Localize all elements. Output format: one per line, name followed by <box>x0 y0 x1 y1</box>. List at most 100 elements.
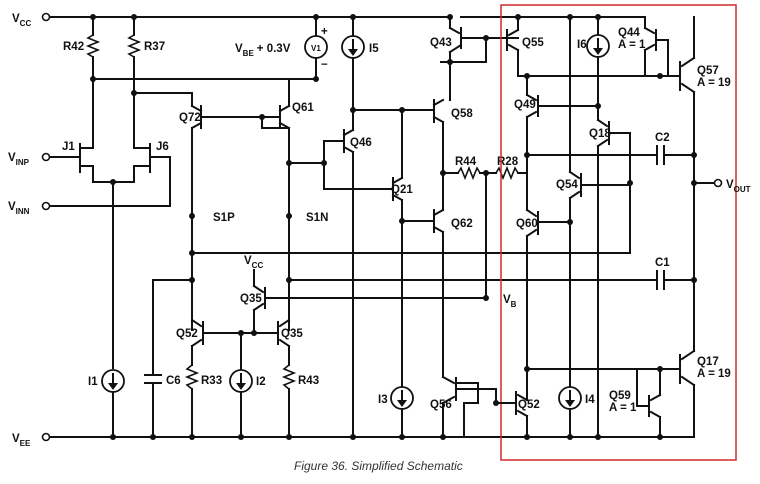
transistor-q59 <box>636 368 662 438</box>
label-c2: C2 <box>655 132 670 144</box>
node-dot <box>657 434 663 440</box>
label-r42: R42 <box>63 41 84 53</box>
transistor-q54 <box>568 16 631 438</box>
node-dot <box>110 179 116 185</box>
capacitor-c2 <box>526 145 695 165</box>
area-q59: A = 1 <box>609 402 637 414</box>
vee-label: VEE <box>12 433 31 448</box>
label-q58: Q58 <box>451 108 473 120</box>
node-dot <box>515 14 521 20</box>
vout-label: VOUT <box>726 179 751 194</box>
node-dot <box>483 35 489 41</box>
label-q60: Q60 <box>516 218 538 230</box>
transistor-q60 <box>525 208 539 401</box>
output-terminal <box>713 178 723 188</box>
transistor-q72 <box>190 104 263 130</box>
v1-minus: − <box>321 59 328 71</box>
v1-plus: + <box>321 26 328 38</box>
current-source-i1 <box>101 369 125 438</box>
vinn-label: VINN <box>8 201 30 216</box>
label-q55-text: Q55 <box>522 37 544 49</box>
node-dot <box>524 366 530 372</box>
label-i1: I1 <box>88 376 98 388</box>
transistor-q52 <box>495 391 529 438</box>
label-q35-text: Q35 <box>281 328 303 340</box>
label-r43: R43 <box>298 375 319 387</box>
node-dot <box>350 14 356 20</box>
node-dot <box>567 434 573 440</box>
label-q49: Q49 <box>514 99 536 111</box>
transistor-q49 <box>525 75 599 211</box>
current-source-i3 <box>390 386 414 438</box>
node-dot <box>150 434 156 440</box>
transistor-q35 <box>277 318 291 366</box>
node-dot <box>440 434 446 440</box>
node-dot <box>313 14 319 20</box>
node-dot <box>399 107 405 113</box>
area-q57: A = 19 <box>697 77 731 89</box>
node-dot <box>189 434 195 440</box>
label-q54: Q54 <box>556 179 578 191</box>
label-q44: Q44 <box>618 27 640 39</box>
node-dot <box>595 434 601 440</box>
node-dot <box>90 76 96 82</box>
node-dot <box>399 434 405 440</box>
transistor-q18 <box>596 118 631 438</box>
node-dot <box>691 152 697 158</box>
node-dot <box>189 213 195 219</box>
label-s1n: S1N <box>306 212 328 224</box>
node-dot <box>238 434 244 440</box>
label-r44: R44 <box>455 156 477 168</box>
label-v1: V1 <box>311 44 321 53</box>
label-q21: Q21 <box>391 184 413 196</box>
label-q46: Q46 <box>350 137 372 149</box>
node-dot <box>286 434 292 440</box>
transistor-q61 <box>261 104 291 130</box>
label-i5: I5 <box>369 43 379 55</box>
node-dot <box>313 76 319 82</box>
current-source-i2 <box>229 332 253 438</box>
transistor-q56 <box>441 375 497 438</box>
transistor-q58 <box>432 98 445 211</box>
label-q72: Q72 <box>179 112 201 124</box>
node-dot <box>350 434 356 440</box>
node-dot <box>131 14 137 20</box>
label-i3: I3 <box>378 394 388 406</box>
highlight-box <box>500 4 737 461</box>
label-s1p: S1P <box>213 212 235 224</box>
label-q61: Q61 <box>292 102 314 114</box>
label-c1: C1 <box>655 257 670 269</box>
transistor-q46 <box>323 128 355 438</box>
node-dot <box>189 277 195 283</box>
voltage-source-v1 <box>304 16 328 80</box>
node-dot <box>131 90 137 96</box>
label-q59: Q59 <box>609 390 631 402</box>
vbe-label: VBE+ 0.3V <box>235 43 291 58</box>
resistor-r43 <box>281 364 297 438</box>
node-dot <box>657 73 663 79</box>
jfet-j1 <box>41 139 94 183</box>
label-q62: Q62 <box>451 218 473 230</box>
jfet-j6 <box>41 139 171 211</box>
vinp-label: VINP <box>8 152 30 167</box>
label-c6: C6 <box>166 375 181 387</box>
transistor-q17 <box>679 339 696 438</box>
transistor-q57 <box>679 16 696 341</box>
area-q44: A = 1 <box>618 39 646 51</box>
label-q57: Q57 <box>697 65 719 77</box>
current-source-i4 <box>558 386 582 410</box>
transistor-q53 <box>190 318 277 366</box>
local-vcc-label: VCC <box>244 255 263 270</box>
label-q53: Q52 <box>176 328 198 340</box>
resistor-r28 <box>485 165 528 181</box>
node-dot <box>251 330 257 336</box>
node-dot <box>524 152 530 158</box>
transistor-q48 <box>252 269 487 331</box>
capacitor-c6 <box>144 279 193 438</box>
vb-label: VB <box>503 294 517 309</box>
label-q43: Q43 <box>430 37 452 49</box>
label-j6: J6 <box>156 141 169 153</box>
area-q17: A = 19 <box>697 368 731 380</box>
figure-caption: Figure 36. Simplified Schematic <box>294 459 463 473</box>
